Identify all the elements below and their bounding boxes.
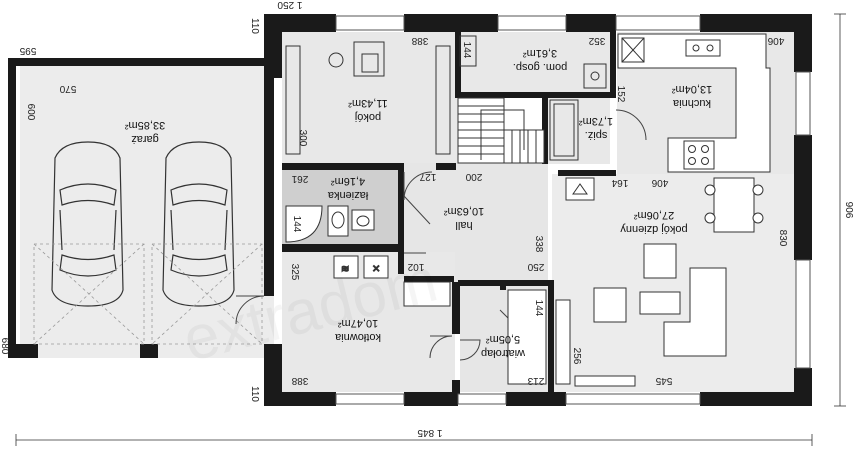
- dim-pantry-d: 152: [615, 86, 626, 103]
- dim-hall-d: 338: [533, 236, 544, 253]
- door-swings: [235, 109, 647, 361]
- dim-boiler-w: 388: [291, 375, 308, 386]
- room-labels: garaż 33,85m² pokój 11,43m² pom. gosp. 3…: [124, 47, 712, 359]
- bedroom-area: 11,43m²: [348, 97, 388, 109]
- dim-top-width: 1 250: [277, 0, 302, 10]
- utility-area: 3,61m²: [523, 47, 558, 59]
- pantry-shelves: [549, 99, 579, 161]
- dim-garage-width: 595: [19, 45, 36, 56]
- dim-bedroom-d: 300: [297, 130, 308, 147]
- fireplace-icon: [572, 183, 588, 195]
- vestibule-area: 5,05m²: [486, 333, 521, 345]
- bathroom-name: łazienka: [327, 189, 368, 201]
- living-name: pokój dzienny: [620, 223, 688, 235]
- car-icon: [162, 141, 235, 307]
- hall-area: 10,63m²: [443, 205, 484, 217]
- dim-bath-w: 261: [291, 173, 308, 184]
- vestibule-name: wiatrołap: [481, 347, 526, 359]
- dimension-labels: 1 250 595 570 600 680 110 110 1 845 906 …: [0, 0, 854, 438]
- dim-left-depth: 600: [25, 104, 36, 121]
- utility-fixtures: [459, 35, 607, 89]
- dim-utility-w: 352: [588, 35, 605, 46]
- dim-garage-inner: 570: [59, 83, 76, 94]
- dim-living-a: 406: [651, 177, 668, 188]
- dim-living-d: 830: [777, 230, 788, 247]
- boiler-fixtures: ≋ ✕: [333, 255, 451, 307]
- dim-utility-small: 144: [461, 42, 472, 59]
- bathroom-fixtures: [285, 205, 375, 243]
- bedroom-furniture: [285, 41, 451, 155]
- dim-kitchen-w: 406: [767, 35, 784, 46]
- hall-name: hall: [455, 219, 472, 231]
- dim-hall-a: 127: [419, 171, 436, 182]
- kitchen-name: kuchnia: [672, 97, 711, 109]
- dim-left-top: 110: [249, 18, 260, 34]
- dim-bath-d: 144: [291, 216, 302, 233]
- windows: [335, 15, 811, 405]
- dim-vest-d: 144: [533, 300, 544, 317]
- dim-total-width: 1 845: [417, 427, 442, 438]
- bathroom-area: 4,16m²: [331, 175, 366, 187]
- utility-name: pom. gosp.: [513, 61, 567, 73]
- dim-hall-c: 102: [407, 261, 424, 272]
- dim-vest-w: 213: [527, 375, 544, 386]
- dim-hall-e: 250: [527, 261, 544, 272]
- pantry-floor: [548, 98, 610, 164]
- dim-living-w: 545: [655, 375, 672, 386]
- dim-left-bottom: 110: [249, 386, 260, 402]
- dim-bedroom-w: 388: [411, 35, 428, 46]
- garage-name: garaż: [131, 133, 159, 145]
- walls: [8, 14, 812, 406]
- boiler-area: 10,47m²: [337, 317, 378, 329]
- garage-door-outline: [33, 243, 263, 345]
- dim-boiler-d: 325: [289, 264, 300, 281]
- dim-living-b: 164: [611, 177, 628, 188]
- boiler-name: kotłownia: [334, 331, 381, 343]
- kitchen-counter: [617, 33, 771, 173]
- bedroom-name: pokój: [355, 111, 381, 123]
- living-area: 27,06m²: [633, 209, 674, 221]
- dim-left-total: 680: [0, 338, 10, 355]
- living-floor: [552, 174, 797, 392]
- dim-hall-b: 200: [465, 171, 482, 182]
- garage-area: 33,85m²: [124, 119, 165, 131]
- vestibule-fixtures: [507, 289, 571, 385]
- dim-living-c: 256: [571, 348, 582, 365]
- stairs: [457, 97, 545, 164]
- pantry-name: spiż.: [585, 129, 608, 141]
- dim-total-depth: 906: [843, 202, 854, 219]
- car-icon: [51, 141, 124, 307]
- svg-text:≋: ≋: [341, 264, 349, 275]
- cooktop-icon: [688, 145, 709, 165]
- svg-text:✕: ✕: [372, 264, 380, 275]
- pantry-area: 1,73m²: [579, 115, 614, 127]
- kitchen-area: 13,04m²: [671, 83, 712, 95]
- dimension-lines: [15, 13, 846, 446]
